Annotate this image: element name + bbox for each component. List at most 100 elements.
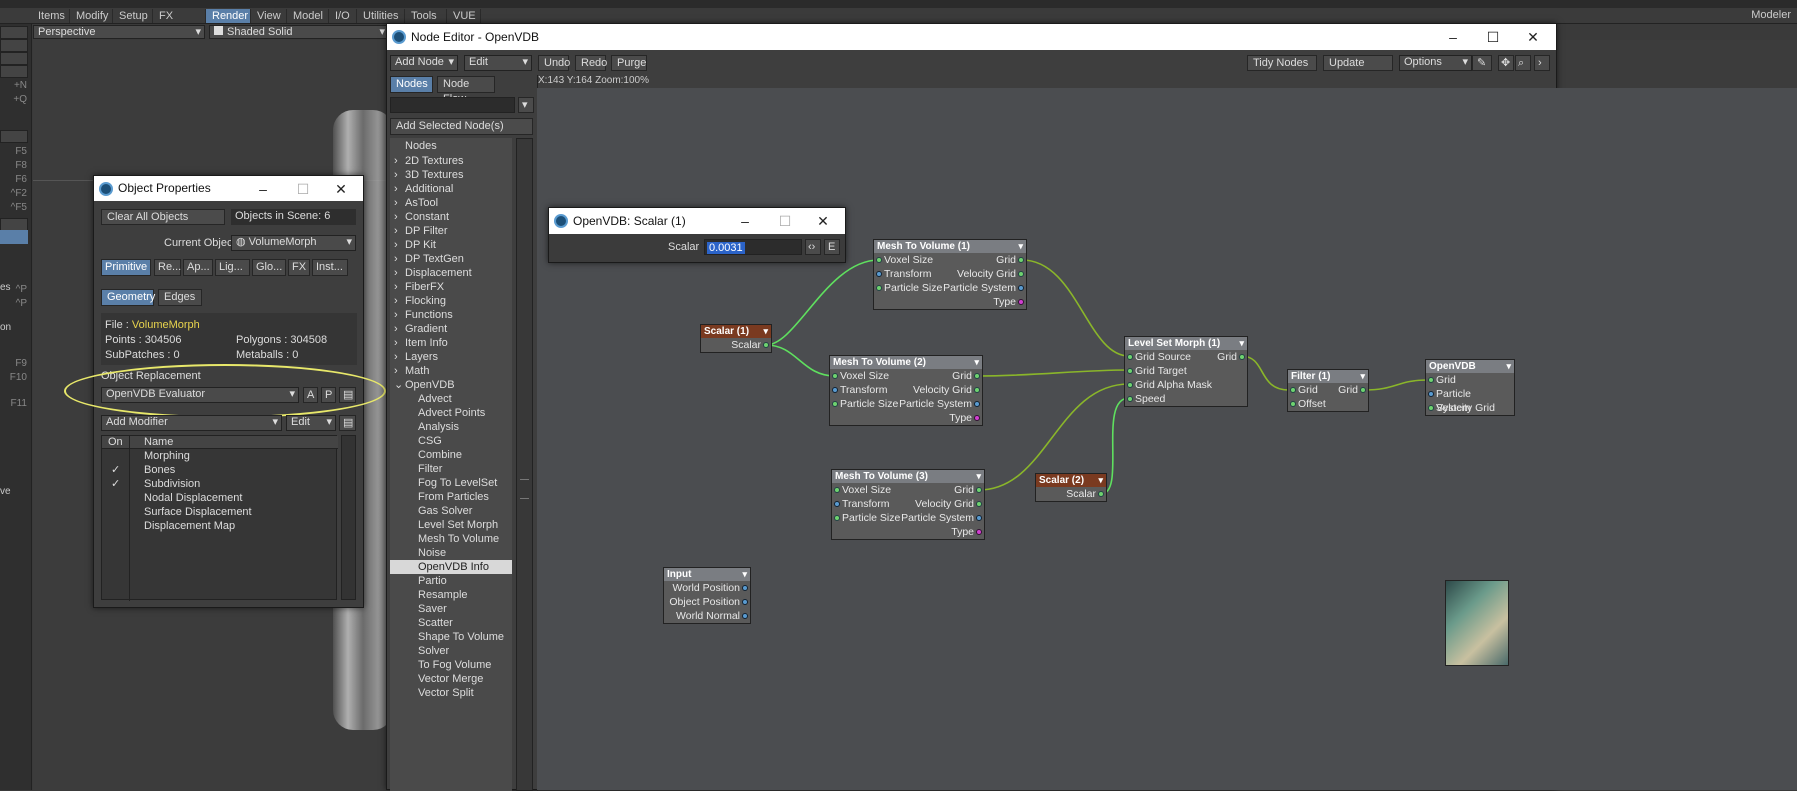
node-item[interactable]: Level Set Morph <box>390 518 512 532</box>
menu-setup[interactable]: Setup <box>113 9 153 23</box>
node-item[interactable]: To Fog Volume <box>390 658 512 672</box>
output-port[interactable] <box>1360 387 1366 393</box>
node-category[interactable]: ⌄OpenVDB <box>390 378 512 392</box>
output-port[interactable] <box>974 387 980 393</box>
chevron-down-icon[interactable]: ▾ <box>1239 338 1244 348</box>
input-port[interactable] <box>876 271 882 277</box>
node-category[interactable]: ›Functions <box>390 308 512 322</box>
node-title[interactable]: Mesh To Volume (2)▾ <box>830 356 982 369</box>
tab-lights[interactable]: Lig... <box>215 259 250 276</box>
expression-button[interactable]: E <box>824 239 840 255</box>
tab-render[interactable]: Re... <box>154 259 181 276</box>
input-port[interactable] <box>1428 391 1434 397</box>
toolbar-dropdown[interactable] <box>0 39 28 52</box>
node-title[interactable]: Mesh To Volume (3)▾ <box>832 470 984 483</box>
node-category[interactable]: ›Displacement <box>390 266 512 280</box>
objprops-titlebar[interactable]: Object Properties – ☐ ✕ <box>94 176 363 201</box>
modifier-row[interactable]: Surface Displacement <box>102 505 338 519</box>
node-category[interactable]: ›Math <box>390 364 512 378</box>
node-item[interactable]: Vector Merge <box>390 672 512 686</box>
tidy-nodes-button[interactable]: Tidy Nodes <box>1247 55 1317 71</box>
menu-tools[interactable]: Tools <box>405 9 447 23</box>
node-item[interactable]: Shape To Volume <box>390 630 512 644</box>
node-item[interactable]: Advect Points <box>390 406 512 420</box>
node-item[interactable]: Saver <box>390 602 512 616</box>
modifier-row[interactable]: Nodal Displacement <box>102 491 338 505</box>
node-title[interactable]: Scalar (1)▾ <box>701 325 771 338</box>
pin-icon[interactable]: ✎ <box>1472 55 1492 71</box>
input-port[interactable] <box>832 401 838 407</box>
menu-vue[interactable]: VUE <box>447 9 481 23</box>
output-port[interactable] <box>1018 299 1024 305</box>
node-item[interactable]: From Particles <box>390 490 512 504</box>
menu-fx-tools[interactable]: FX Tools <box>153 9 206 36</box>
modifier-edit-select[interactable]: Edit▾ <box>286 415 336 431</box>
node-category[interactable]: ›Layers <box>390 350 512 364</box>
shading-select[interactable]: Shaded Solid▾ <box>209 25 389 39</box>
node-category[interactable]: ›DP Filter <box>390 224 512 238</box>
current-object-select[interactable]: ◍ VolumeMorph▾ <box>231 235 356 251</box>
node-list-scrollbar[interactable] <box>516 138 533 791</box>
output-port[interactable] <box>1098 491 1104 497</box>
node-item[interactable]: Mesh To Volume <box>390 532 512 546</box>
modifier-checkbox[interactable]: ✓ <box>111 478 121 490</box>
input-port[interactable] <box>834 515 840 521</box>
undo-button[interactable]: Undo <box>538 55 570 71</box>
node-item[interactable]: Fog To LevelSet <box>390 476 512 490</box>
input-port[interactable] <box>1127 354 1133 360</box>
menu-view[interactable]: View <box>251 9 287 23</box>
node-title[interactable]: Input▾ <box>664 568 750 581</box>
node-category[interactable]: ›Additional <box>390 182 512 196</box>
node-category[interactable]: ›DP Kit <box>390 238 512 252</box>
tab-node-flow[interactable]: Node Flow <box>437 76 495 105</box>
edit-select[interactable]: Edit▾ <box>464 55 532 71</box>
node-item[interactable]: Vector Split <box>390 686 512 700</box>
maximize-icon[interactable]: ☐ <box>1486 29 1500 45</box>
node-item[interactable]: Solver <box>390 644 512 658</box>
add-node-select[interactable]: Add Node▾ <box>390 55 458 71</box>
input-port[interactable] <box>834 487 840 493</box>
menu-items[interactable]: Items <box>32 9 70 23</box>
node-title[interactable]: Filter (1)▾ <box>1288 370 1368 383</box>
output-port[interactable] <box>974 415 980 421</box>
chevron-down-icon[interactable]: ▾ <box>1506 361 1511 371</box>
input-port[interactable] <box>832 373 838 379</box>
node-item[interactable]: Resample <box>390 588 512 602</box>
node-item[interactable]: Partio <box>390 574 512 588</box>
scalar-titlebar[interactable]: OpenVDB: Scalar (1) – ☐ ✕ <box>549 208 845 234</box>
node-item[interactable]: CSG <box>390 434 512 448</box>
chevron-down-icon[interactable]: ▾ <box>518 97 534 113</box>
input-port[interactable] <box>1428 405 1434 411</box>
node-category[interactable]: ›FiberFX <box>390 280 512 294</box>
input-port[interactable] <box>1127 396 1133 402</box>
chevron-down-icon[interactable]: ▾ <box>974 357 979 367</box>
toolbar-dropdown[interactable] <box>0 26 28 39</box>
output-port[interactable] <box>742 585 748 591</box>
chevron-down-icon[interactable]: ▾ <box>742 569 747 579</box>
close-icon[interactable]: ✕ <box>1527 29 1539 45</box>
toolbar-active-item[interactable] <box>0 230 28 244</box>
input-port[interactable] <box>1290 401 1296 407</box>
node-item[interactable]: Scatter <box>390 616 512 630</box>
chevron-down-icon[interactable]: ▾ <box>1098 475 1103 485</box>
tab-primitive[interactable]: Primitive <box>101 259 151 276</box>
menu-utilities[interactable]: Utilities <box>357 9 405 23</box>
modifier-clipboard-icon[interactable]: ▤ <box>339 415 356 431</box>
chevron-down-icon[interactable]: ▾ <box>763 326 768 336</box>
zoom-icon[interactable]: ⌕ <box>1515 55 1531 71</box>
node-category[interactable]: ›AsTool <box>390 196 512 210</box>
tab-edges[interactable]: Edges <box>158 289 202 306</box>
node-item[interactable]: Combine <box>390 448 512 462</box>
output-port[interactable] <box>1018 257 1024 263</box>
node-title[interactable]: Mesh To Volume (1)▾ <box>874 240 1026 253</box>
node-title[interactable]: Level Set Morph (1)▾ <box>1125 337 1247 350</box>
chevron-down-icon[interactable]: ▾ <box>1360 371 1365 381</box>
minimize-icon[interactable]: – <box>741 213 749 229</box>
update-button[interactable]: Update <box>1323 55 1393 71</box>
node-category[interactable]: ›Item Info <box>390 336 512 350</box>
tab-instance[interactable]: Inst... <box>312 259 348 276</box>
node-item[interactable]: Analysis <box>390 420 512 434</box>
